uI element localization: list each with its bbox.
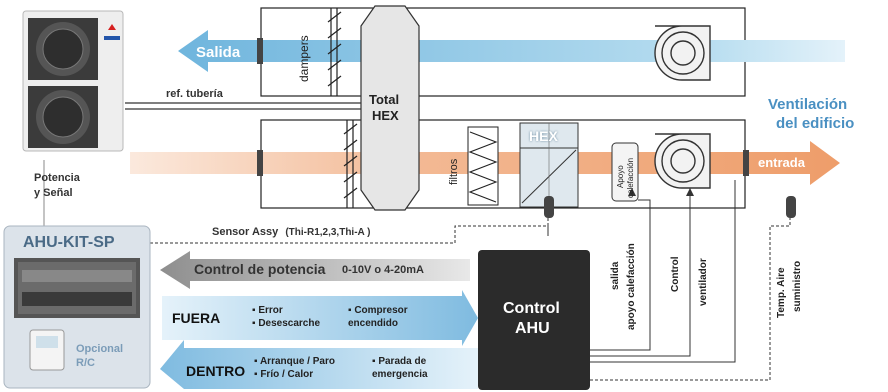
- signal-range-label: 0-10V o 4-20mA: [342, 264, 424, 276]
- apoyo-label-2: calefacción: [626, 157, 635, 198]
- heater-box: [611, 142, 639, 202]
- control-ahu-label-2: AHU: [515, 320, 550, 337]
- salida-label: Salida: [196, 44, 241, 61]
- fuera-desescarche: ▪ Desescarche: [252, 318, 321, 329]
- salida-apoyo-label-1: salida: [610, 261, 621, 290]
- fuera-compresor-text: Compresor: [354, 305, 408, 316]
- dentro-frio: ▪ Frío / Calor: [254, 369, 314, 380]
- filter-box: [467, 126, 499, 206]
- outdoor-unit-icon: [22, 10, 124, 152]
- control-ahu-box: [478, 250, 590, 390]
- ref-tuberia-label: ref. tubería: [166, 88, 223, 100]
- total-hex-label-2: HEX: [372, 108, 399, 123]
- power-control-arrow: [160, 251, 470, 289]
- sensor-assy-label: Sensor Assy (Thi-R1,2,3,Thi-A ): [212, 226, 371, 238]
- temp-aire-label-1: Temp. Aire: [776, 267, 787, 318]
- control-vent-label-1: Control: [670, 256, 681, 292]
- upper-fan-icon: [654, 25, 711, 81]
- kit-name: AHU-KIT-SP: [23, 234, 115, 251]
- filtros-label: filtros: [448, 158, 460, 185]
- fuera-label: FUERA: [172, 310, 221, 326]
- control-potencia-label: Control de potencia: [194, 261, 326, 277]
- ventilacion-label-2: del edificio: [776, 115, 855, 132]
- potencia-label-2: y Señal: [34, 187, 73, 199]
- outdoor-unit: [20, 8, 130, 158]
- ventilacion-label-1: Ventilación: [768, 96, 848, 113]
- fuera-arrow: [162, 290, 478, 346]
- apoyo-label-1: Apoyo: [616, 165, 625, 188]
- dentro-frio-text: Frío / Calor: [260, 369, 314, 380]
- potencia-label-1: Potencia: [34, 172, 80, 184]
- dentro-parada-1: ▪ Parada de: [372, 356, 427, 367]
- fuera-error-text: Error: [258, 305, 283, 316]
- total-hex: [360, 5, 420, 211]
- dampers-label: dampers: [297, 35, 311, 82]
- dentro-parada-2: emergencia: [372, 369, 428, 380]
- dampers-hatch: [327, 8, 358, 208]
- sensor-icon: [544, 196, 796, 218]
- opcional-label-2: R/C: [76, 357, 95, 369]
- control-vent-label-2: ventilador: [698, 258, 709, 306]
- dentro-arranque: ▪ Arranque / Paro: [254, 356, 335, 367]
- sensor-assy-text: Sensor Assy: [212, 226, 279, 238]
- dentro-arrow: [160, 340, 478, 389]
- ref-pipe: [125, 102, 361, 110]
- total-hex-label-1: Total: [369, 92, 400, 107]
- temp-aire-label-2: suministro: [792, 260, 803, 312]
- entrada-label: entrada: [758, 155, 805, 170]
- fuera-compresor-2: encendido: [348, 318, 399, 329]
- fuera-compresor-1: ▪ Compresor: [348, 305, 408, 316]
- dentro-arranque-text: Arranque / Paro: [259, 356, 335, 367]
- lower-fan-icon: [654, 133, 711, 189]
- control-ahu-label-1: Control: [503, 300, 560, 317]
- opcional-label-1: Opcional: [76, 343, 124, 355]
- dentro-label: DENTRO: [186, 363, 246, 379]
- fuera-desescarche-text: Desescarche: [258, 318, 321, 329]
- hex-label: HEX: [529, 128, 558, 144]
- dentro-parada-text: Parada de: [378, 356, 427, 367]
- salida-apoyo-label-2: apoyo calefacción: [626, 243, 637, 330]
- sensor-ids-text: (Thi-R1,2,3,Thi-A ): [285, 227, 371, 238]
- fuera-error: ▪ Error: [252, 305, 283, 316]
